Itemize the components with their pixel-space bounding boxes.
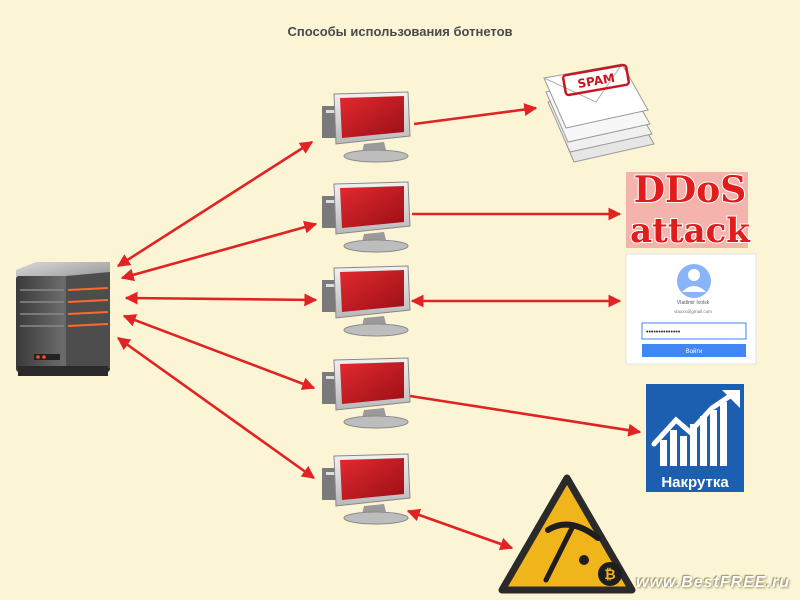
nakrutka-tile: Накрутка: [646, 384, 744, 492]
bitcoin-icon: [598, 562, 622, 586]
bot-pc-5-icon: [321, 453, 411, 525]
crypto-mining-warning-icon: ₿: [498, 474, 636, 594]
arrow-pc5-to-mining: [406, 508, 514, 551]
watermark-text: www.BestFREE.ru: [636, 574, 790, 591]
bot-pc-2-icon: [321, 181, 411, 253]
spam-stamp-text: SPAM: [576, 71, 615, 91]
arrow-server-to-pc4: [122, 314, 316, 390]
arrow-server-to-pc3: [124, 291, 318, 307]
ddos-attack-banner: DDoS attack: [626, 168, 752, 252]
login-button[interactable]: [642, 344, 746, 357]
password-field[interactable]: [641, 322, 747, 340]
nakrutka-label: Накрутка: [661, 474, 729, 491]
ddos-line2-text: attack: [630, 211, 751, 251]
login-name: Vladimir Ivolsk: [677, 300, 710, 306]
arrow-server-to-pc2: [120, 220, 318, 282]
server-icon: [16, 262, 110, 376]
spam-envelopes-icon: SPAM: [543, 63, 655, 163]
arrows: [116, 103, 642, 551]
login-button-label: Войти: [686, 348, 703, 355]
arrow-pc1-to-spam: [413, 103, 538, 126]
login-email: vlaoxx@gmail.com: [674, 309, 712, 314]
arrow-pc4-to-nakrutka: [409, 394, 642, 437]
svg-text:₿: ₿: [604, 566, 615, 582]
bot-pc-1-icon: [321, 91, 411, 163]
bot-pc-3-icon: [321, 265, 411, 337]
password-value: ••••••••••••••: [646, 329, 681, 336]
ddos-line1-text: DDoS: [634, 169, 746, 211]
arrow-server-to-pc1: [116, 140, 314, 268]
login-form-panel: Vladimir Ivolsk vlaoxx@gmail.com •••••••…: [625, 253, 757, 365]
growth-chart-icon: [660, 402, 727, 466]
arrow-server-to-pc5: [116, 336, 316, 480]
diagram-title: Способы использования ботнетов: [287, 24, 513, 39]
bot-pc-4-icon: [321, 357, 411, 429]
